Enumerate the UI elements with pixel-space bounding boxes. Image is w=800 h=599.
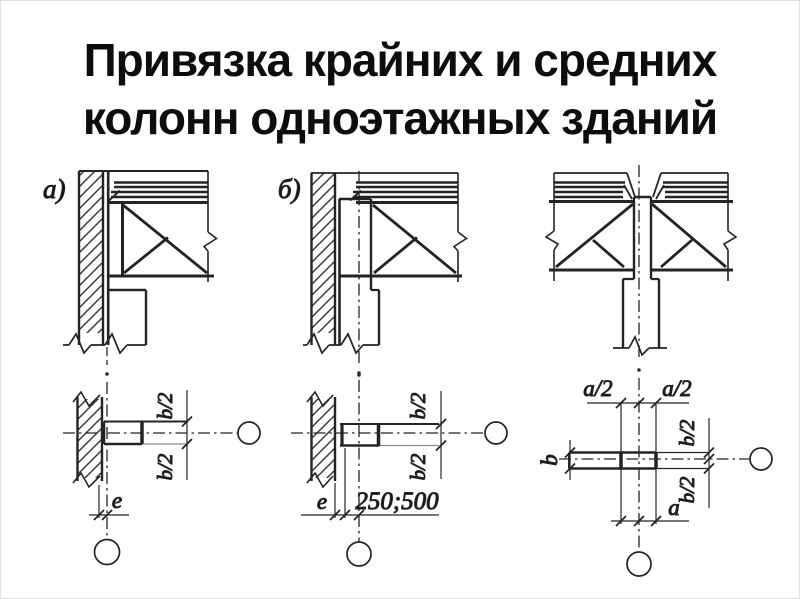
truss-break-edge	[452, 173, 468, 282]
column	[621, 195, 661, 348]
wall-panel	[72, 390, 104, 489]
ground-break-line	[303, 332, 379, 355]
dim-label-e: e	[317, 489, 327, 514]
figure-section-a: а)	[43, 170, 218, 376]
axis-below-section	[105, 347, 109, 376]
dim-label-e: e	[112, 488, 122, 513]
dim-label-b: b	[537, 454, 562, 466]
grid-bubble-bottom	[626, 551, 652, 577]
figure-plan-b: b/2 b/2 e 250;500	[291, 373, 508, 567]
axis-lines	[559, 378, 773, 577]
truss-right	[651, 173, 738, 281]
truss	[109, 171, 218, 282]
truss	[339, 173, 468, 282]
wall-break-bottom	[306, 471, 334, 489]
figure-section-middle	[544, 165, 738, 372]
wall-break-bottom	[72, 471, 101, 489]
truss-diagonals	[372, 203, 457, 275]
truss-break-edge	[544, 173, 560, 281]
section-b-letter: б)	[278, 174, 301, 204]
title-line-1: Привязка крайних и средних	[83, 34, 718, 86]
figure-section-b: б)	[278, 171, 468, 375]
truss-diagonals	[122, 203, 208, 275]
truss-break-edge	[722, 173, 738, 281]
dim-label-b2-bottom: b/2	[675, 476, 699, 503]
dim-label-a2-right: a/2	[662, 376, 691, 401]
truss-left	[544, 173, 634, 281]
axis-lines	[291, 373, 508, 567]
dimension-e	[89, 485, 129, 521]
figure-plan-a: b/2 b/2 e	[63, 382, 261, 566]
ground-break-line	[63, 332, 146, 355]
dim-label-offset: 250;500	[355, 488, 439, 515]
grid-bubble-right	[484, 421, 508, 445]
dim-label-b2-bottom: b/2	[406, 453, 430, 480]
column-plan	[568, 451, 709, 470]
grid-bubble-bottom	[93, 538, 121, 566]
section-a-letter: а)	[43, 174, 66, 204]
roof-slabs	[554, 172, 728, 200]
ridge-joint	[623, 172, 665, 200]
figure-plan-middle: a/2 a/2 a b b/2 b/2	[537, 376, 773, 577]
column-plan	[340, 423, 439, 447]
dimension-a2	[587, 397, 689, 452]
wall-panel	[310, 173, 337, 345]
dimension-a	[611, 469, 689, 527]
wall-panel	[306, 390, 337, 489]
dim-label-b2-bottom: b/2	[153, 453, 177, 480]
title-line-2: колонн одноэтажных зданий	[82, 92, 718, 144]
grid-bubble-bottom	[346, 541, 372, 567]
dim-label-a2-left: a/2	[583, 376, 612, 401]
roof-slabs	[108, 181, 208, 202]
column	[106, 171, 148, 345]
dimension-b	[564, 440, 576, 480]
wall-break-top	[306, 390, 334, 408]
wall-panel	[77, 171, 105, 345]
axis-lines	[63, 382, 261, 566]
dimension-b2	[181, 390, 193, 480]
grid-bubble-right	[237, 421, 261, 445]
truss-break-edge	[202, 171, 218, 282]
dim-label-b2-top: b/2	[153, 392, 177, 419]
dimension-b2	[703, 418, 715, 508]
dim-label-b2-top: b/2	[675, 419, 699, 446]
axis-line	[637, 165, 641, 372]
dimension-b2	[435, 391, 447, 479]
dim-label-b2-top: b/2	[406, 392, 430, 419]
wall-break-top	[72, 390, 101, 408]
grid-bubble-right	[749, 447, 773, 471]
dim-label-a: a	[668, 495, 680, 520]
page-title: Привязка крайних и средних колонн одноэта…	[1, 31, 799, 147]
column	[338, 197, 381, 345]
